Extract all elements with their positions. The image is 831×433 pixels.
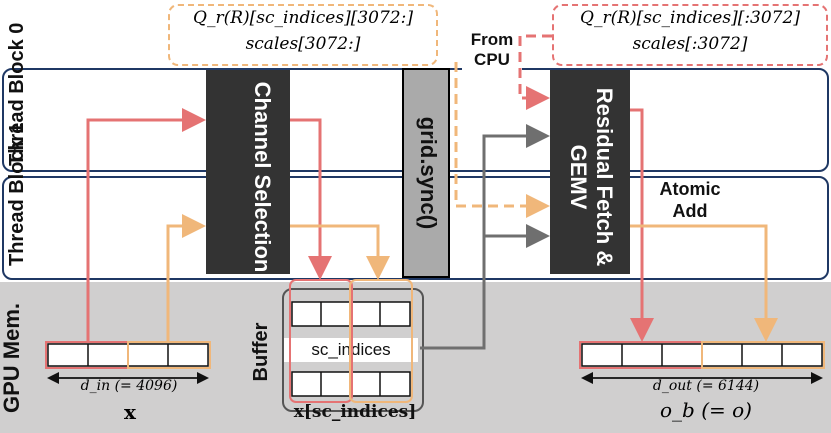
- grid-sync-block: [402, 68, 450, 278]
- top-right-weight-line2: scales[:3072]: [632, 34, 748, 54]
- residual-fetch-block: [550, 70, 630, 274]
- red-flow-arrows: [86, 108, 654, 342]
- from-cpu-label: From CPU: [462, 30, 522, 70]
- dashed-weight-arrows: [454, 34, 552, 218]
- buffer-cells: [289, 279, 413, 403]
- input-dim-label: d_in (= 4096): [80, 378, 178, 394]
- top-right-weight-line1: Q_r(R)[sc_indices][:3072]: [580, 8, 800, 28]
- atomic-add-label: Atomic Add: [659, 179, 721, 221]
- top-left-weight-line2: scales[3072:]: [245, 34, 361, 54]
- output-vector-name: o_b (= o): [660, 398, 752, 422]
- buffer-caption: x[sc_indices]: [293, 402, 417, 422]
- top-left-weight-line1: Q_r(R)[sc_indices][3072:]: [193, 8, 413, 28]
- orange-flow-arrows: [166, 214, 778, 342]
- output-vector-cells: [579, 341, 825, 384]
- top-left-weight-box: [168, 4, 438, 66]
- input-vector-name: x: [124, 400, 136, 424]
- top-right-weight-box: [552, 4, 828, 66]
- channel-selection-block: [206, 70, 290, 274]
- gray-buffer-arrows: [420, 124, 550, 350]
- output-dim-label: d_out (= 6144): [652, 378, 760, 394]
- input-vector-cells: [45, 341, 211, 384]
